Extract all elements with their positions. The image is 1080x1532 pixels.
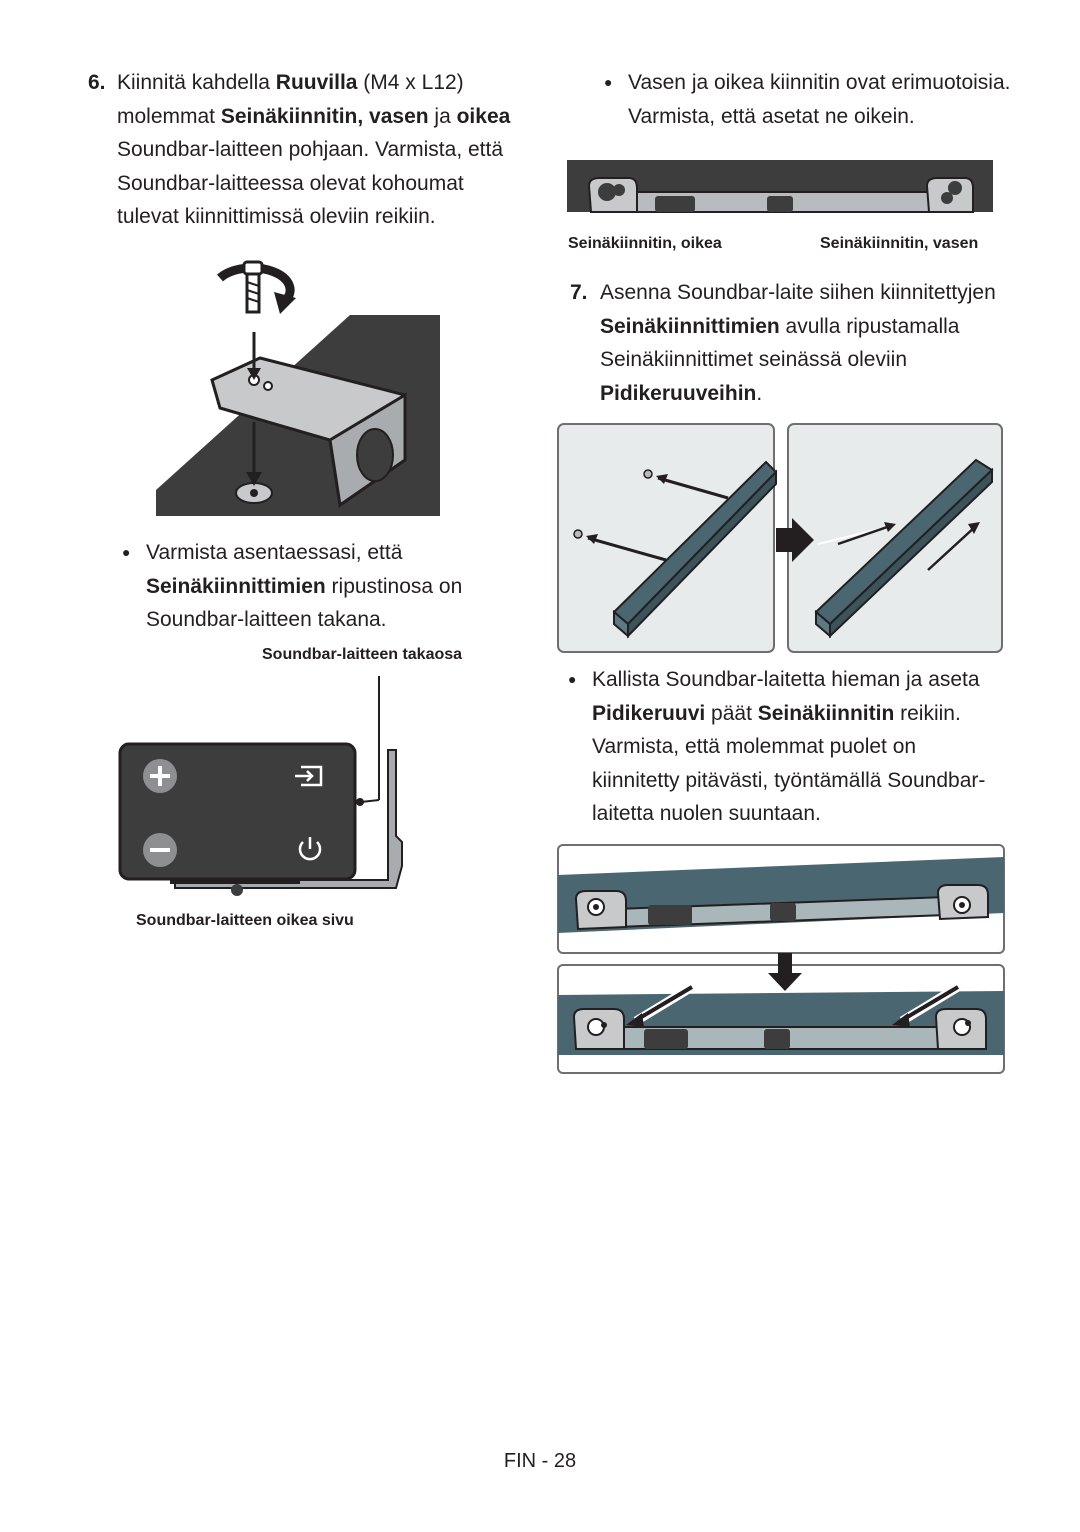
plus-icon	[143, 759, 177, 793]
bullet-dot: ●	[568, 671, 577, 687]
bracket-engagement-illustration	[557, 844, 1005, 1074]
step-6-line-5: tulevat kiinnittimissä oleviin reikiin.	[117, 205, 436, 228]
page-number: FIN - 28	[503, 1450, 577, 1472]
step-number: 7.	[570, 281, 588, 304]
bullet-right-line-2: Pidikeruuvi päät Seinäkiinnitin reikiin.	[592, 701, 961, 725]
caption-bracket-left: Seinäkiinnitin, vasen	[820, 235, 979, 252]
soundbar-side-illustration	[118, 676, 403, 896]
bullet-right-line-1: Kallista Soundbar-laitetta hieman ja ase…	[592, 668, 980, 691]
bullet-dot: ●	[604, 74, 613, 90]
bullet-right-line-3: Varmista, että molemmat puolet on	[592, 735, 917, 758]
bullet-left-line-3: Soundbar-laitteen takana.	[146, 608, 387, 631]
power-icon	[298, 837, 322, 861]
step-number: 6.	[88, 71, 106, 94]
arrow-down-icon	[768, 953, 802, 991]
step-6-line-3: Soundbar-laitteen pohjaan. Varmista, ett…	[117, 138, 504, 161]
step-7-line-4: Pidikeruuveihin.	[600, 381, 763, 405]
step-7-line-2: Seinäkiinnittimien avulla ripustamalla	[600, 314, 960, 338]
arrow-right-icon	[776, 518, 814, 562]
bullet-right-line-4: kiinnitetty pitävästi, työntämällä Sound…	[592, 768, 986, 792]
step-7-line-3: Seinäkiinnittimet seinässä oleviin	[600, 348, 907, 371]
step-6-line-2: molemmat Seinäkiinnitin, vasen ja oikea	[117, 104, 511, 128]
brackets-left-right-illustration	[567, 160, 993, 213]
bullet-left-line-1: Varmista asentaessasi, että	[146, 541, 403, 564]
caption-bracket-right: Seinäkiinnitin, oikea	[568, 235, 722, 252]
bracket-screw-illustration	[156, 260, 440, 516]
minus-icon	[143, 833, 177, 867]
wall-mount-panels-illustration	[557, 423, 1003, 653]
screw-rotate-icon	[217, 260, 296, 314]
caption-right-side: Soundbar-laitteen oikea sivu	[136, 912, 354, 929]
bullet-left-line-2: Seinäkiinnittimien ripustinosa on	[146, 574, 463, 598]
step-7-line-1: Asenna Soundbar-laite siihen kiinnitetty…	[600, 281, 996, 304]
bullet-right-line-5: laitetta nuolen suuntaan.	[592, 802, 821, 825]
bullet-top-right-line-1: Vasen ja oikea kiinnitin ovat erimuotois…	[628, 71, 1011, 94]
input-source-icon	[295, 765, 323, 787]
caption-rear: Soundbar-laitteen takaosa	[262, 646, 463, 663]
bullet-dot: ●	[122, 544, 131, 560]
step-6-line-1: Kiinnitä kahdella Ruuvilla (M4 x L12)	[117, 71, 464, 94]
bullet-top-right-line-2: Varmista, että asetat ne oikein.	[628, 104, 915, 128]
step-6-line-4: Soundbar-laitteessa olevat kohoumat	[117, 171, 464, 195]
